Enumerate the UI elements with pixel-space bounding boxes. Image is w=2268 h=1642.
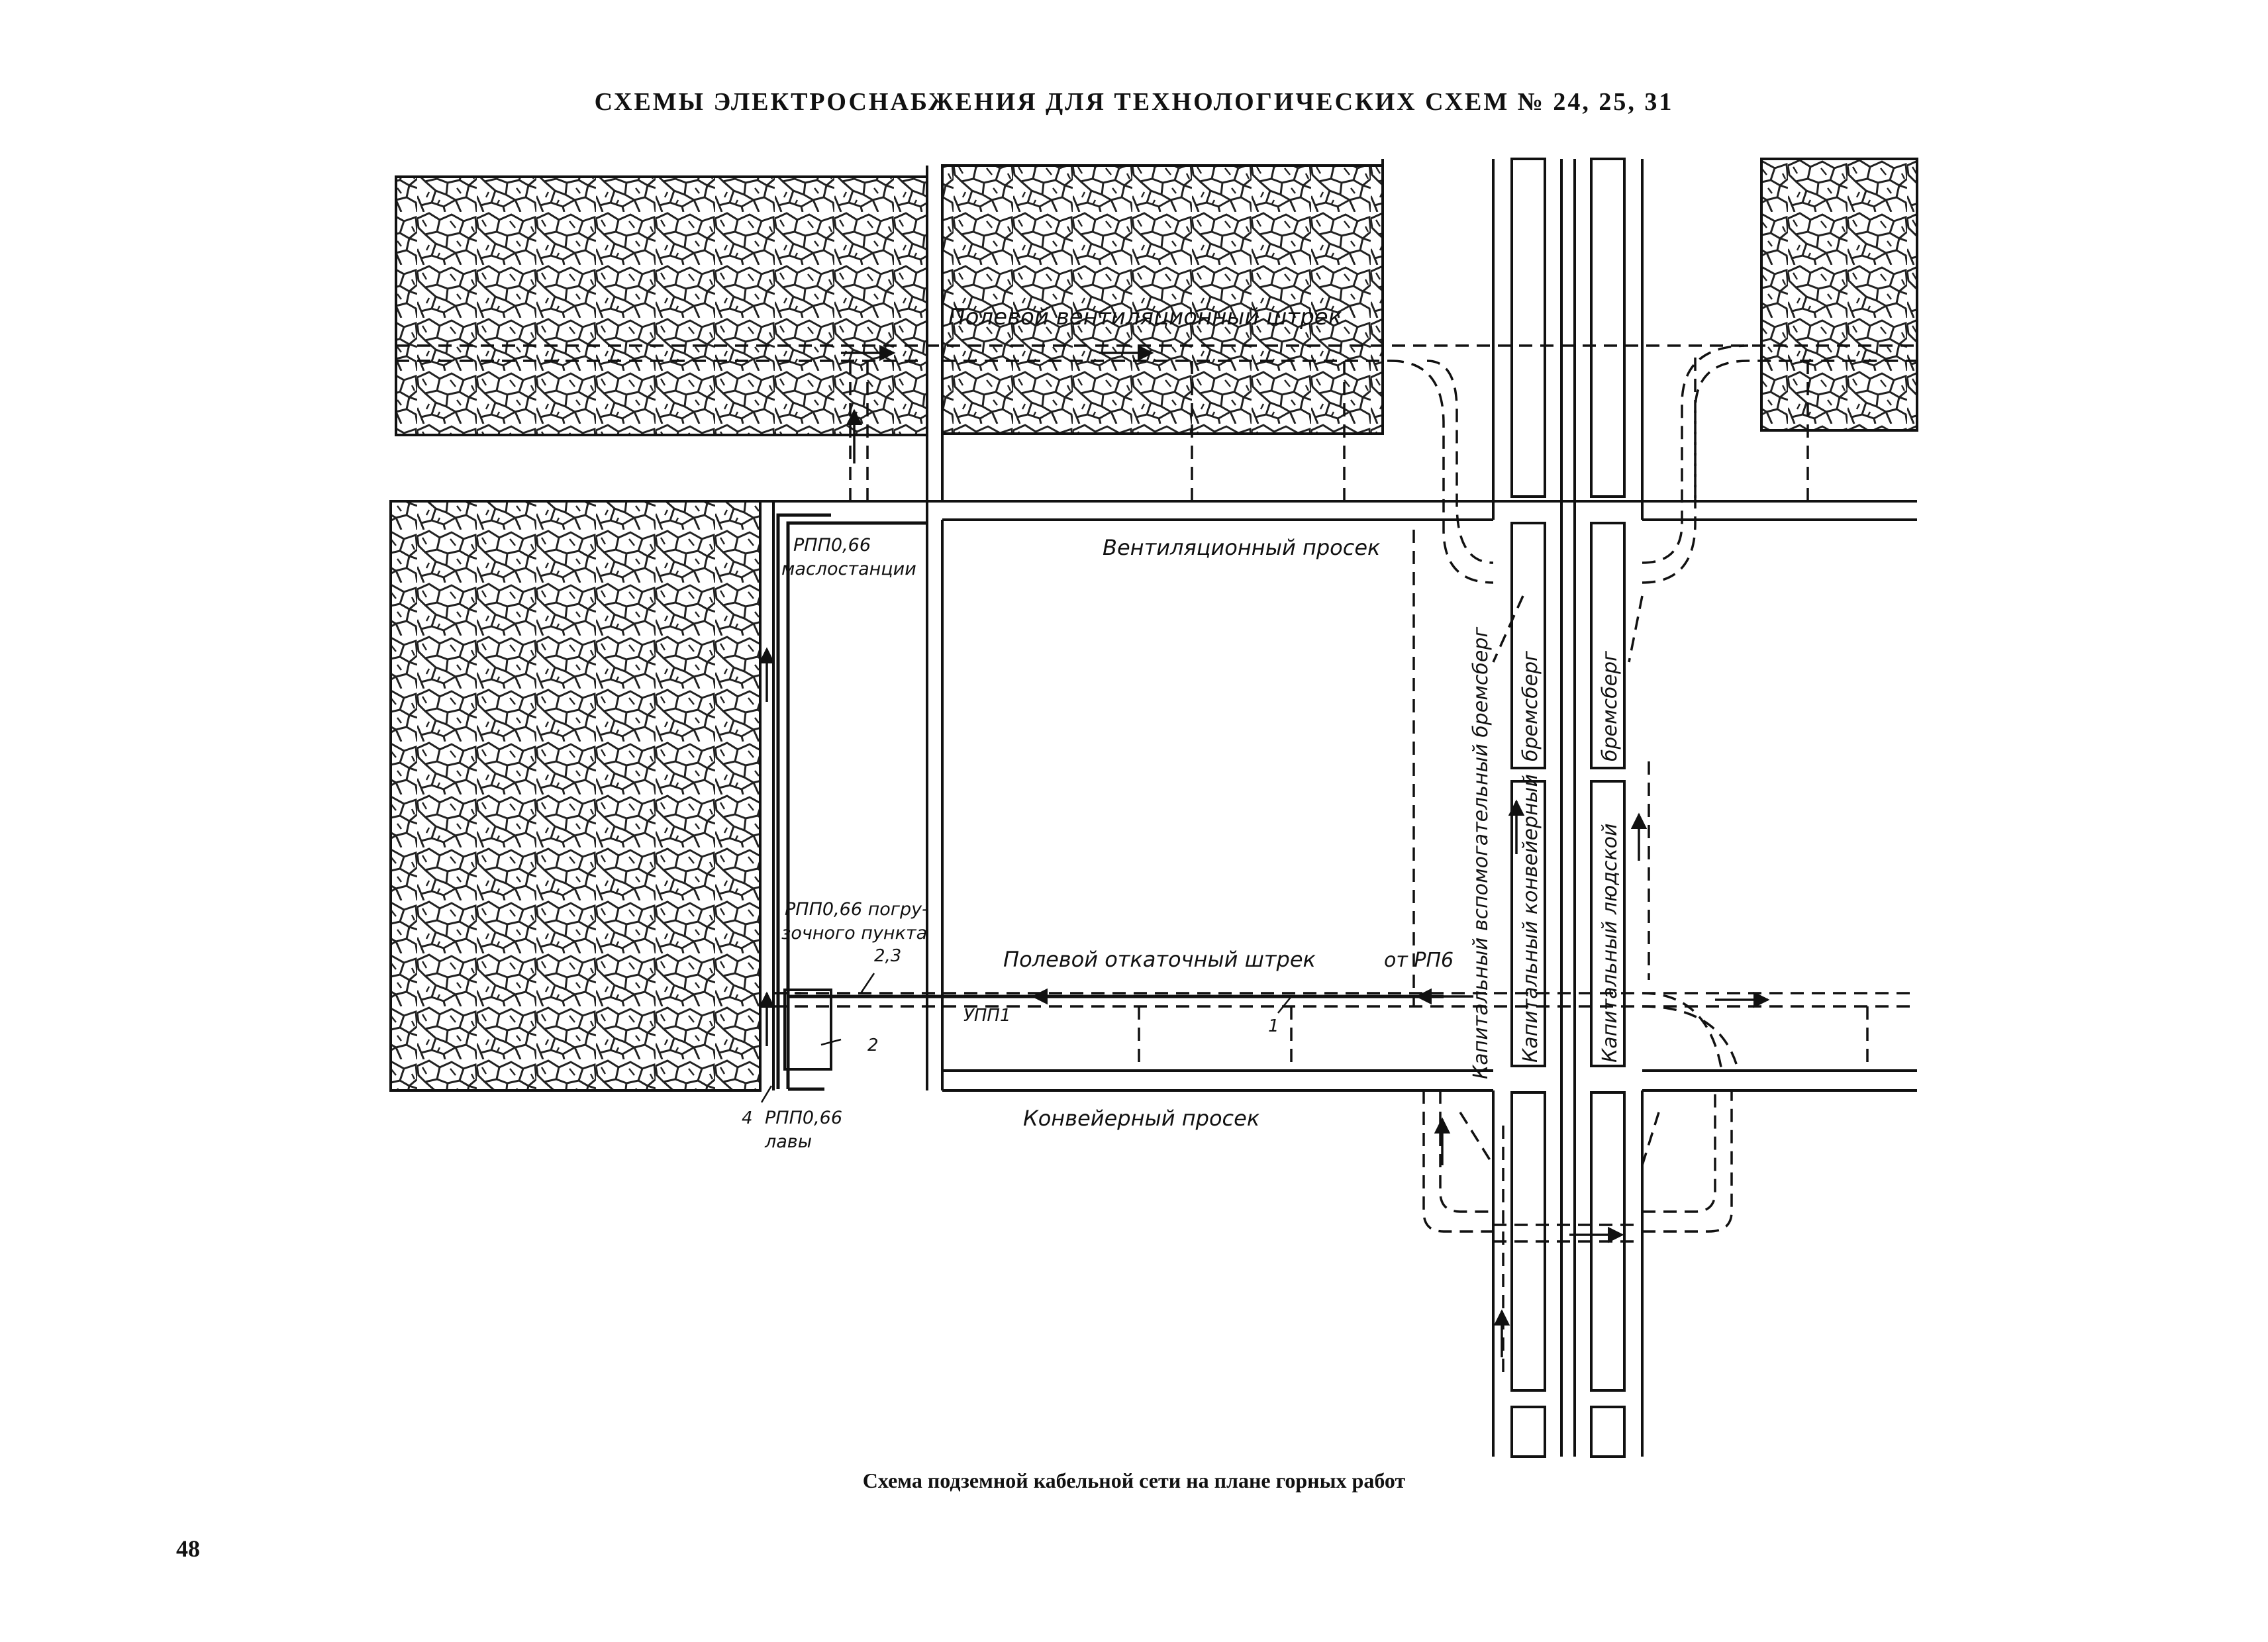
label-rpp-load-1: РПП0,66 погру- bbox=[785, 899, 928, 920]
incline-equipment bbox=[783, 158, 1626, 1458]
label-from-rp6: от РП6 bbox=[1384, 949, 1454, 972]
label-rpp-oil-2: маслостанции bbox=[781, 559, 916, 579]
leader-lines bbox=[760, 973, 1292, 1103]
label-vent-prosek: Вентиляционный просек bbox=[1103, 535, 1381, 560]
label-num-4: 4 bbox=[742, 1108, 753, 1128]
label-rpp-face-1: РПП0,66 bbox=[765, 1108, 842, 1128]
label-rpp-load-2: зочного пункта bbox=[781, 923, 927, 943]
rock-top-right bbox=[1760, 158, 1918, 432]
label-rpp-face-2: лавы bbox=[764, 1132, 812, 1152]
label-people-incline-a: Капитальный людской bbox=[1599, 824, 1622, 1063]
label-conv-incline-b: бремсберг bbox=[1519, 651, 1542, 761]
cable-routes-dashed bbox=[396, 344, 1917, 1377]
rock-left bbox=[389, 500, 762, 1092]
page-number: 48 bbox=[176, 1535, 200, 1562]
cable-routes-solid bbox=[776, 513, 1444, 1091]
label-field-vent-drift: Полевой вентиляционный штрек bbox=[948, 304, 1342, 330]
label-field-haulage-drift: Полевой откаточный штрек bbox=[1003, 947, 1316, 972]
label-conv-incline-a: Капитальный конвейерный bbox=[1519, 774, 1542, 1063]
label-rpp-oil-1: РПП0,66 bbox=[793, 535, 871, 555]
workings bbox=[396, 159, 1918, 1457]
rock-masses bbox=[389, 158, 1918, 1092]
page-title: СХЕМЫ ЭЛЕКТРОСНАБЖЕНИЯ ДЛЯ ТЕХНОЛОГИЧЕСК… bbox=[594, 88, 1674, 116]
rock-top-middle bbox=[941, 164, 1384, 435]
flow-arrows bbox=[758, 344, 1770, 1357]
label-num-2: 2 bbox=[867, 1036, 879, 1055]
diagram-labels: Полевой вентиляционный штрек Вентиляцион… bbox=[742, 304, 1622, 1152]
label-upp1: УПП1 bbox=[963, 1006, 1011, 1026]
label-num-23: 2,3 bbox=[874, 946, 901, 966]
label-conveyor-prosek: Конвейерный просек bbox=[1023, 1106, 1260, 1131]
label-aux-incline: Капитальный вспомогательный бремсберг bbox=[1469, 627, 1493, 1079]
rock-top-left bbox=[395, 175, 928, 436]
label-num-1: 1 bbox=[1268, 1016, 1279, 1036]
figure-caption: Схема подземной кабельной сети на плане … bbox=[862, 1469, 1406, 1492]
label-people-incline-b: бремсберг bbox=[1599, 651, 1622, 761]
